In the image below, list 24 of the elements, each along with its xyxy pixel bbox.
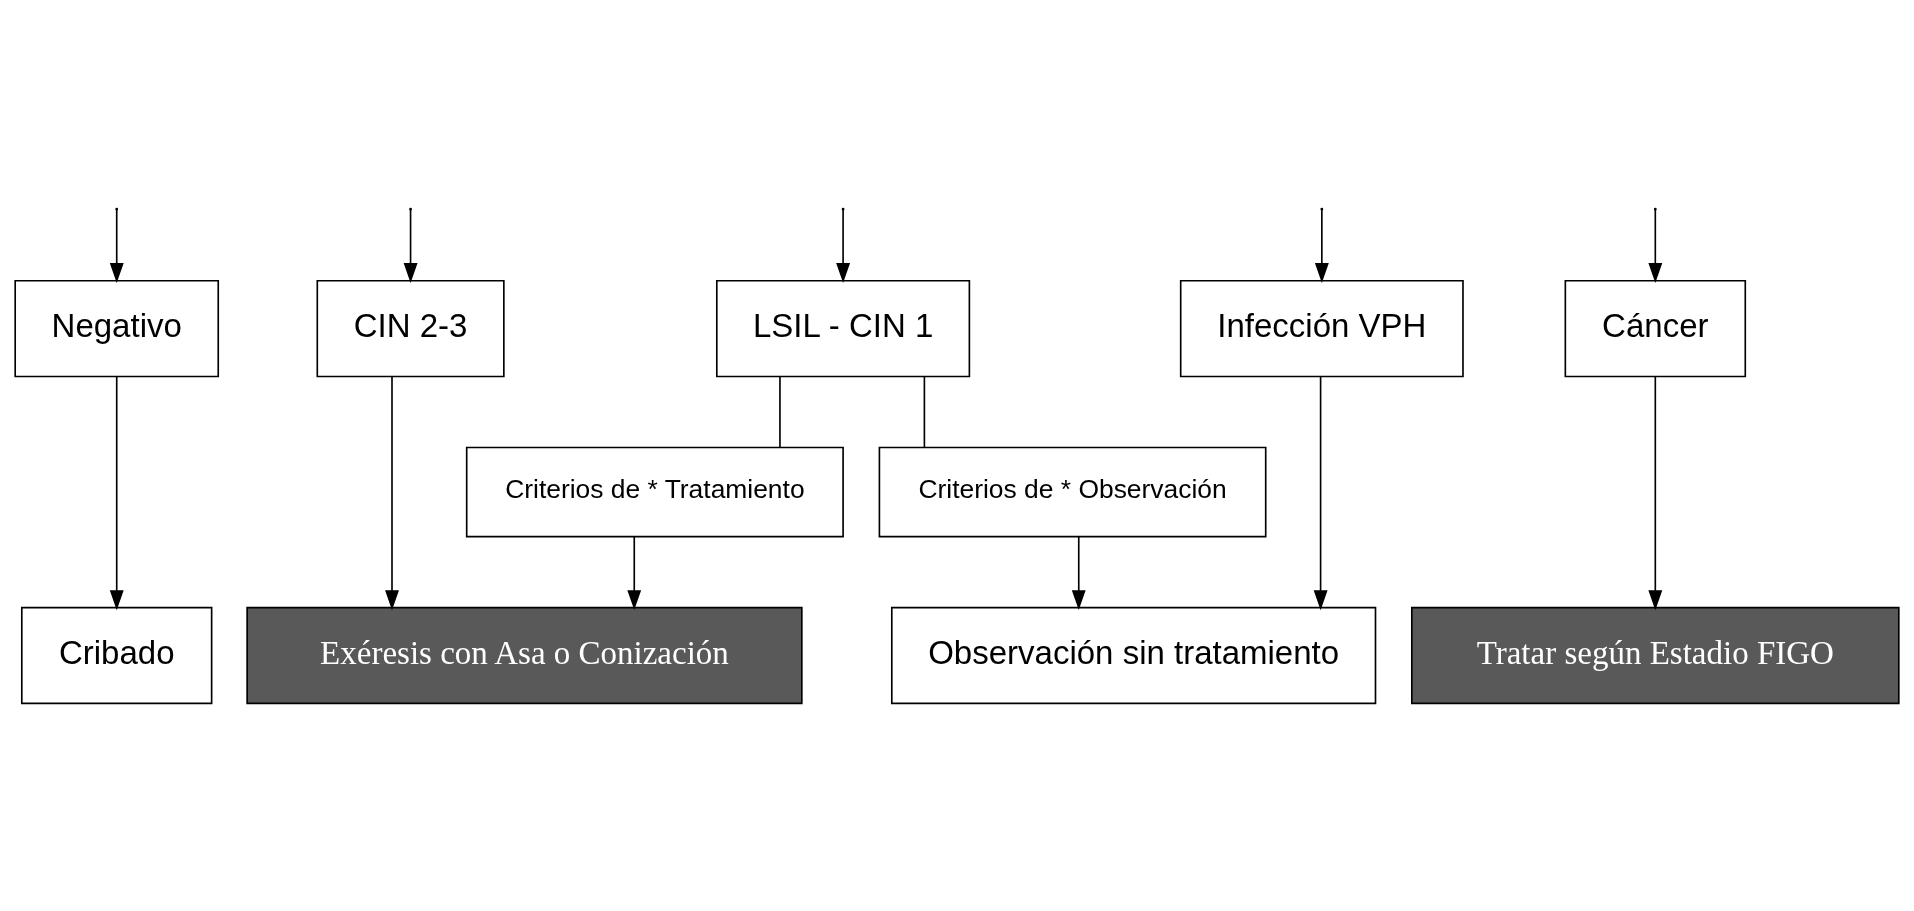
connector	[923, 375, 926, 448]
node-box: Negativo	[14, 279, 220, 377]
arrow	[1648, 208, 1663, 283]
connector	[779, 375, 781, 448]
arrow	[836, 208, 851, 283]
arrow	[385, 375, 399, 610]
arrow	[109, 375, 124, 610]
arrow	[109, 208, 124, 283]
node-box: Cáncer	[1564, 279, 1747, 377]
node-box: Tratar según Estadio FIGO	[1411, 606, 1900, 704]
node-box: Criterios de * Observación	[878, 446, 1267, 537]
arrow	[1313, 375, 1328, 610]
arrow	[1314, 208, 1329, 283]
arrow	[627, 535, 642, 610]
arrow	[1071, 535, 1086, 610]
node-box: Cribado	[20, 606, 213, 704]
node-box: Infección VPH	[1179, 279, 1464, 377]
node-box: Criterios de * Tratamiento	[465, 446, 844, 537]
arrow	[1648, 375, 1663, 610]
node-box: Exéresis con Asa o Conización	[246, 606, 803, 704]
node-box: LSIL - CIN 1	[715, 279, 971, 377]
node-box: CIN 2-3	[316, 279, 505, 377]
arrow	[403, 208, 418, 283]
node-box: Observación sin tratamiento	[890, 606, 1377, 704]
